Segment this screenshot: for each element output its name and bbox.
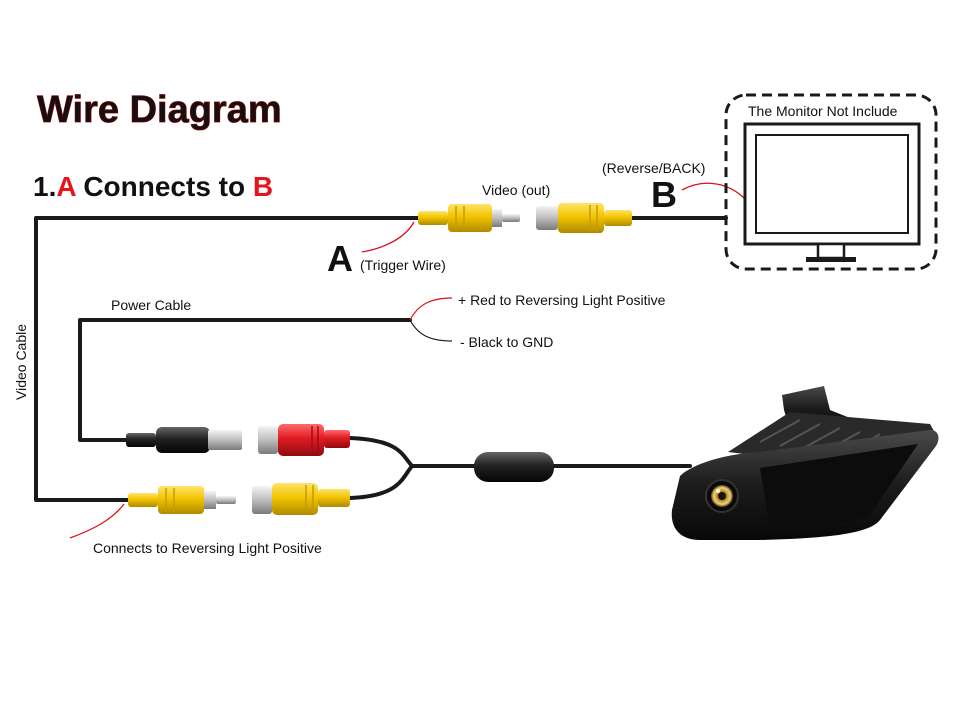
wires	[34, 216, 728, 502]
power-cable-wire	[78, 318, 412, 442]
step-prefix: 1.	[33, 171, 56, 202]
step-point-b: B	[253, 171, 273, 202]
black-gnd-label: - Black to GND	[460, 334, 553, 350]
monitor-dashed-frame	[724, 93, 938, 271]
diagram-title: Wire Diagram	[37, 89, 282, 131]
connects-reversing-label: Connects to Reversing Light Positive	[93, 540, 322, 556]
dc-power-plug	[126, 427, 242, 453]
camera-harness-wire	[348, 436, 482, 468]
power-split-red	[409, 297, 453, 321]
step-point-a: A	[56, 171, 76, 202]
trigger-wire-label: (Trigger Wire)	[360, 257, 446, 273]
power-cable-label: Power Cable	[111, 297, 191, 313]
rca-yellow-male-bottom	[128, 486, 236, 514]
camera-harness-wire-2	[348, 464, 414, 500]
step-connects-text: Connects to	[76, 171, 253, 202]
rear-camera	[671, 386, 939, 540]
reversing-leader	[69, 503, 125, 539]
monitor-group: The Monitor Not Include	[724, 93, 938, 271]
inline-filter-box	[474, 452, 554, 482]
rca-yellow-female-bottom	[252, 483, 350, 515]
rca-video-out-female	[536, 203, 632, 233]
point-a-label: A	[327, 238, 353, 279]
point-b-label: B	[651, 174, 677, 215]
monitor-neck	[816, 242, 846, 260]
video-cable-label: Video Cable	[13, 324, 29, 400]
red-positive-label: + Red to Reversing Light Positive	[458, 292, 666, 308]
power-split-black	[409, 319, 453, 342]
step-heading: 1.A Connects to B	[33, 171, 273, 202]
point-a-leader	[361, 221, 415, 253]
monitor-base	[806, 257, 856, 262]
reverse-back-label: (Reverse/BACK)	[602, 160, 705, 176]
monitor-caption: The Monitor Not Include	[748, 103, 898, 119]
rca-video-out-male	[418, 204, 520, 232]
rca-red-female	[258, 424, 350, 456]
monitor-inner-screen	[755, 134, 909, 234]
video-cable-wire	[34, 216, 420, 502]
point-b-leader	[681, 182, 745, 199]
video-out-label: Video (out)	[482, 182, 550, 198]
